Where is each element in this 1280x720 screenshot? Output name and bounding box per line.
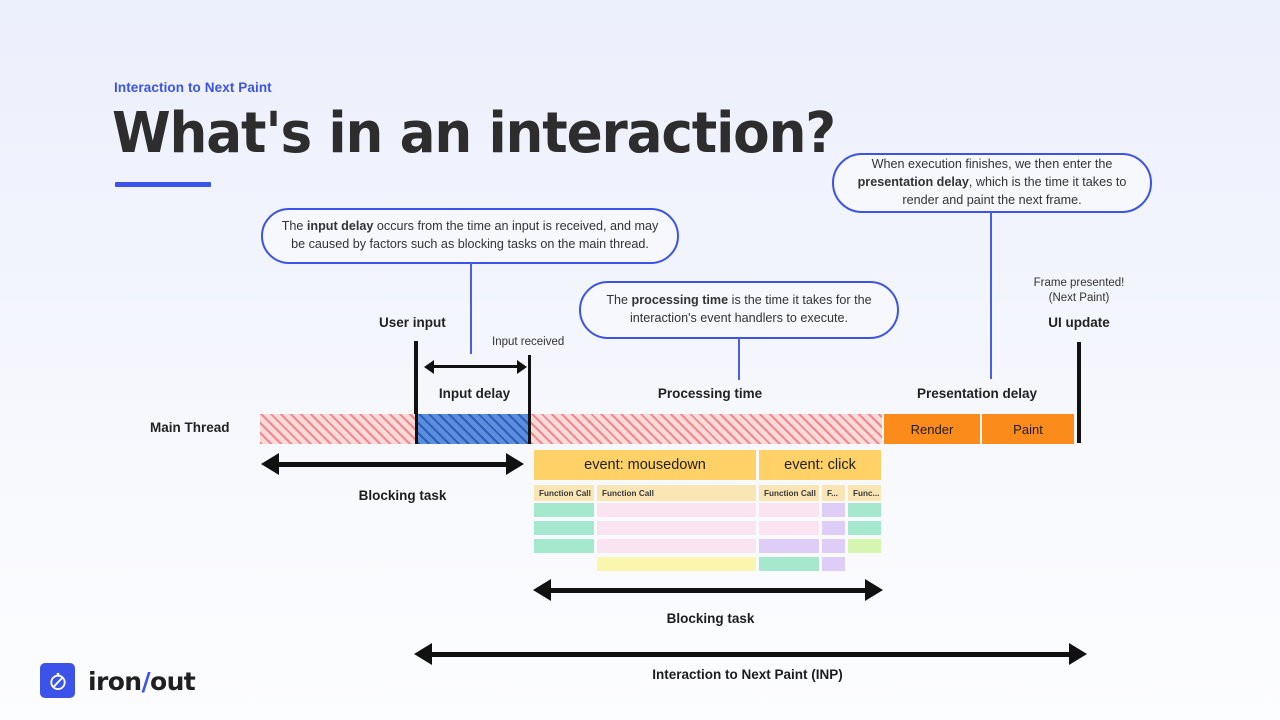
blocking-task-1-label: Blocking task — [358, 488, 447, 503]
next-paint-label: (Next Paint) — [1048, 292, 1110, 304]
flame-cell — [597, 539, 756, 553]
callout-text-pre: When execution finishes, we then enter t… — [871, 157, 1113, 172]
blocking-task-2-label: Blocking task — [666, 611, 755, 626]
input-delay-callout-connector — [470, 263, 472, 354]
function-call-header-2: Function Call — [597, 485, 756, 501]
arrow-shaft — [424, 652, 1077, 657]
brand-right: out — [150, 667, 196, 696]
arrowhead-left-icon — [261, 453, 279, 475]
frame-presented-label: Frame presented! — [1033, 277, 1125, 289]
flame-cell — [822, 503, 845, 517]
callout-text-pre: The — [606, 293, 632, 308]
blocking-task-2-arrow — [533, 579, 883, 601]
event-label: event: mousedown — [584, 457, 706, 473]
arrowhead-right-icon — [506, 453, 524, 475]
function-call-header-1: Function Call — [534, 485, 594, 501]
next-paint-tick — [1077, 342, 1081, 443]
input-received-tick — [528, 355, 531, 444]
flame-cell — [759, 521, 819, 535]
arrowhead-right-icon — [865, 579, 883, 601]
processing-time-callout-connector — [738, 338, 740, 380]
callout-text-post: occurs from the time an input is receive… — [291, 219, 659, 251]
flame-cell — [597, 521, 756, 535]
flame-cell — [822, 521, 845, 535]
event-block-mousedown: event: mousedown — [534, 450, 756, 480]
brand-left: iron — [88, 667, 142, 696]
brand-slash: / — [141, 667, 151, 696]
function-call-label: F... — [827, 488, 838, 498]
flame-cell — [822, 539, 845, 553]
input-delay-arrow — [424, 360, 527, 374]
function-call-label: Func... — [853, 488, 880, 498]
flame-cell — [597, 503, 756, 517]
page-title: What's in an interaction? — [112, 101, 836, 166]
phase-label-presentation-delay: Presentation delay — [916, 386, 1038, 401]
main-thread-segment-input-delay — [418, 414, 528, 444]
flame-cell — [759, 557, 819, 571]
function-call-label: Function Call — [602, 488, 654, 498]
arrow-shaft — [543, 588, 873, 593]
event-label: event: click — [784, 457, 856, 473]
function-call-label: Function Call — [764, 488, 816, 498]
arrowhead-left-icon — [533, 579, 551, 601]
inp-label: Interaction to Next Paint (INP) — [652, 667, 843, 682]
main-thread-segment-before-input — [260, 414, 415, 444]
ui-update-label: UI update — [1048, 315, 1110, 330]
title-underline-rule — [115, 182, 211, 187]
flame-cell — [848, 521, 881, 535]
flame-cell — [759, 539, 819, 553]
flame-cell — [822, 557, 845, 571]
callout-text-bold: input delay — [306, 219, 374, 234]
arrow-shaft — [271, 462, 514, 467]
user-input-tick — [414, 341, 418, 444]
flame-cell — [597, 557, 756, 571]
presentation-delay-callout: When execution finishes, we then enter t… — [832, 153, 1152, 213]
flame-cell — [534, 503, 594, 517]
inp-arrow — [414, 643, 1087, 665]
user-input-label: User input — [379, 315, 446, 330]
function-call-header-3: Function Call — [759, 485, 819, 501]
render-block: Render — [884, 414, 980, 444]
flame-cell — [848, 503, 881, 517]
arrowhead-right-icon — [1069, 643, 1087, 665]
arrowhead-right-icon — [517, 360, 527, 374]
slide-eyebrow: Interaction to Next Paint — [114, 80, 272, 95]
event-block-click: event: click — [759, 450, 881, 480]
input-received-label: Input received — [492, 336, 565, 348]
main-thread-segment-processing — [531, 414, 882, 444]
arrowhead-left-icon — [424, 360, 434, 374]
callout-text-bold: presentation delay — [857, 175, 969, 190]
paint-block: Paint — [982, 414, 1074, 444]
render-label: Render — [910, 421, 954, 437]
brand-logo-mark — [40, 663, 75, 698]
flame-cell — [759, 503, 819, 517]
callout-text-pre: The — [281, 219, 307, 234]
callout-text-post: , which is the time it takes to render a… — [902, 175, 1127, 207]
callout-text-bold: processing time — [631, 293, 729, 308]
function-call-label: Function Call — [539, 488, 591, 498]
presentation-delay-callout-connector — [990, 212, 992, 379]
arrow-shaft — [432, 365, 518, 368]
function-call-header-5: Func... — [848, 485, 881, 501]
flame-cell — [534, 539, 594, 553]
flame-cell — [848, 539, 881, 553]
phase-label-processing-time: Processing time — [657, 386, 763, 401]
input-delay-callout: The input delay occurs from the time an … — [261, 208, 679, 264]
stopwatch-icon — [49, 672, 66, 690]
callout-text-post: is the time it takes for the interaction… — [629, 293, 872, 325]
main-thread-label: Main Thread — [150, 420, 230, 435]
flame-cell — [534, 521, 594, 535]
function-call-header-4: F... — [822, 485, 845, 501]
paint-label: Paint — [1013, 421, 1043, 437]
brand-wordmark: iron/out — [88, 667, 196, 696]
phase-label-input-delay: Input delay — [438, 386, 511, 401]
blocking-task-1-arrow — [261, 453, 524, 475]
arrowhead-left-icon — [414, 643, 432, 665]
processing-time-callout: The processing time is the time it takes… — [579, 281, 899, 339]
